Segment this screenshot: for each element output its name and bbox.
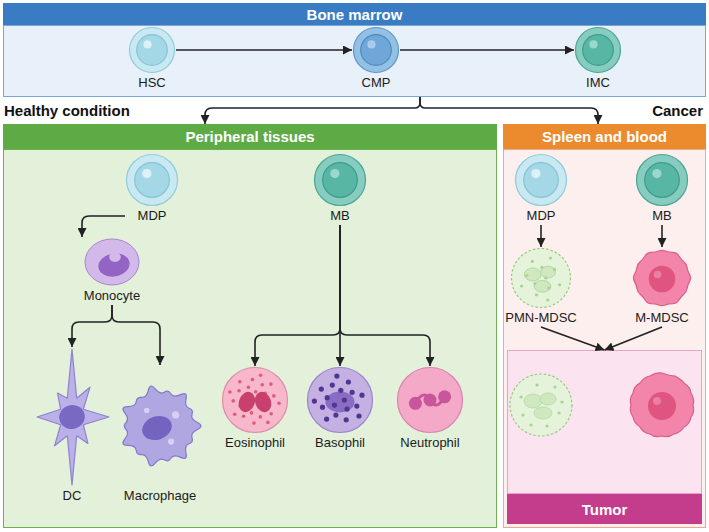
panel-body <box>507 350 702 494</box>
cell-label: Eosinophil <box>225 435 285 451</box>
panel-header-band: Tumor <box>507 494 702 524</box>
panel-heading: Tumor <box>582 501 628 518</box>
cell-node: HSC <box>128 26 176 92</box>
cell-illustration <box>313 153 367 207</box>
cell-illustration <box>352 26 400 74</box>
cell-label: Basophil <box>315 435 365 451</box>
condition-label: Cancer <box>652 102 703 120</box>
arrow-connector <box>205 97 420 124</box>
panel-heading: Spleen and blood <box>542 128 667 145</box>
cell-label: MB <box>330 208 350 224</box>
panel-heading: Bone marrow <box>307 6 403 23</box>
cell-label: Neutrophil <box>400 435 459 451</box>
cell-illustration <box>396 366 464 434</box>
panel-header-band: Spleen and blood <box>503 124 706 149</box>
panel-heading: Peripheral tissues <box>185 128 314 145</box>
cell-node: CMP <box>352 26 400 92</box>
cell-label: M-MDSC <box>635 310 688 326</box>
group-panel: Bone marrowHSC CMP IMC <box>3 3 706 97</box>
cell-node: Eosinophil <box>215 366 295 452</box>
cell-label: HSC <box>138 75 165 91</box>
cell-node: Neutrophil <box>390 366 470 452</box>
cell-illustration <box>128 26 176 74</box>
cell-label: IMC <box>586 75 610 91</box>
cell-illustration <box>306 366 374 434</box>
cell-label: MDP <box>527 208 556 224</box>
cell-illustration <box>114 365 206 487</box>
cell-node: PMN-MDSC <box>504 247 578 327</box>
cell-node: IMC <box>574 26 622 92</box>
group-panel: Spleen and bloodMDP MB PMN-MDSC M-MDSC Tumor <box>503 124 706 528</box>
cell-label: PMN-MDSC <box>505 310 577 326</box>
cell-node: MB <box>635 153 689 225</box>
group-panel: Tumor <box>507 350 702 524</box>
cell-illustration <box>125 153 179 207</box>
cell-illustration <box>514 153 568 207</box>
cell-label: MDP <box>138 208 167 224</box>
cell-node: MDP <box>125 153 179 225</box>
cell-label: Macrophage <box>124 488 196 504</box>
cell-node: M-MDSC <box>625 247 699 327</box>
cell-illustration <box>83 237 141 287</box>
cell-illustration <box>635 153 689 207</box>
condition-label: Healthy condition <box>4 102 130 120</box>
cell-node: Macrophage <box>114 365 206 505</box>
cell-illustration <box>574 26 622 74</box>
cell-illustration <box>221 366 289 434</box>
cell-illustration <box>631 247 693 309</box>
cell-node: Monocyte <box>77 237 147 305</box>
panel-header-band: Bone marrow <box>3 3 706 25</box>
cell-illustration <box>510 247 572 309</box>
cell-node: MDP <box>514 153 568 225</box>
cell-node: MB <box>313 153 367 225</box>
cell-node: Basophil <box>300 366 380 452</box>
cell-node: DC <box>27 347 117 505</box>
panel-body <box>3 149 497 528</box>
arrow-connector <box>420 97 598 124</box>
cell-illustration <box>29 347 115 487</box>
cell-label: MB <box>652 208 672 224</box>
cell-label: CMP <box>362 75 391 91</box>
group-panel: Peripheral tissuesMDP MB MonocyteDC Macroph… <box>3 124 497 528</box>
panel-header-band: Peripheral tissues <box>3 124 497 149</box>
cell-label: DC <box>63 488 82 504</box>
cell-label: Monocyte <box>84 288 140 304</box>
